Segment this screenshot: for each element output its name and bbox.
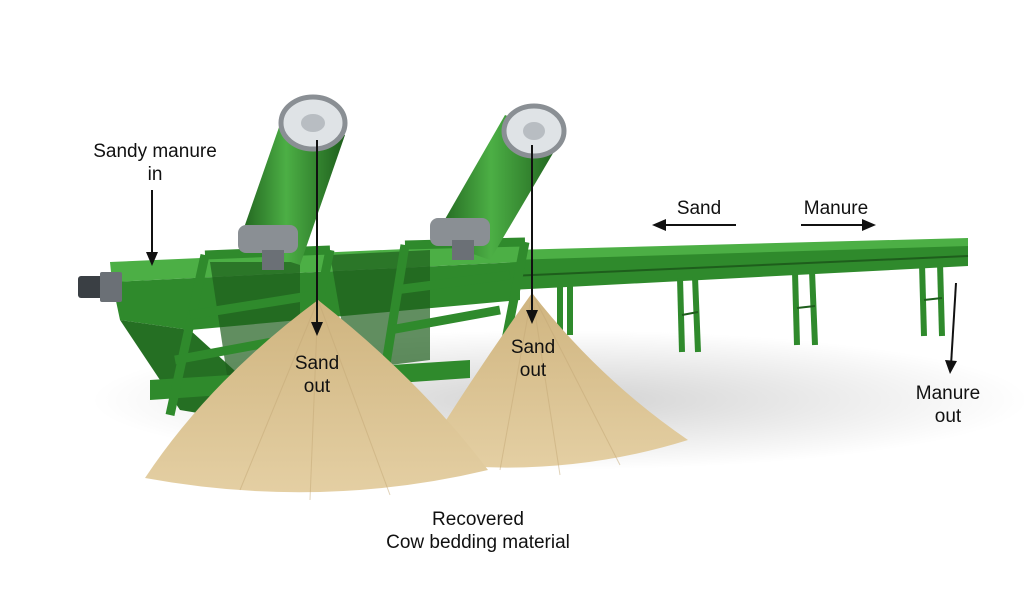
label-recovered-bedding: Recovered Cow bedding material bbox=[372, 508, 584, 554]
label-sand-direction: Sand bbox=[676, 198, 722, 219]
label-sand-out-2-line2: out bbox=[519, 360, 547, 381]
label-sandy-manure-in-line2: in bbox=[147, 164, 163, 185]
label-sandy-manure-in: Sandy manure in bbox=[86, 140, 224, 186]
label-sand-out-1-line2: out bbox=[303, 376, 331, 397]
cyclone-1 bbox=[238, 94, 348, 270]
label-recovered-line1: Recovered bbox=[432, 509, 524, 530]
label-sandy-manure-in-line1: Sandy manure bbox=[93, 141, 217, 162]
label-manure-out-line1: Manure bbox=[915, 383, 981, 404]
label-sand-out-2: Sand out bbox=[498, 336, 568, 382]
cyclone-2 bbox=[430, 103, 567, 260]
conveyor bbox=[509, 238, 969, 353]
label-manure-out-line2: out bbox=[934, 406, 962, 427]
arrow-manure-out bbox=[950, 282, 957, 366]
arrows bbox=[146, 140, 957, 374]
label-sand-out-1: Sand out bbox=[282, 352, 352, 398]
label-manure-out: Manure out bbox=[905, 382, 991, 428]
label-sand-out-1-line1: Sand bbox=[294, 353, 340, 374]
label-manure-direction: Manure bbox=[803, 198, 869, 219]
label-recovered-line2: Cow bedding material bbox=[386, 532, 570, 553]
label-sand-out-2-line1: Sand bbox=[510, 337, 556, 358]
sand-pile-2 bbox=[420, 292, 688, 476]
